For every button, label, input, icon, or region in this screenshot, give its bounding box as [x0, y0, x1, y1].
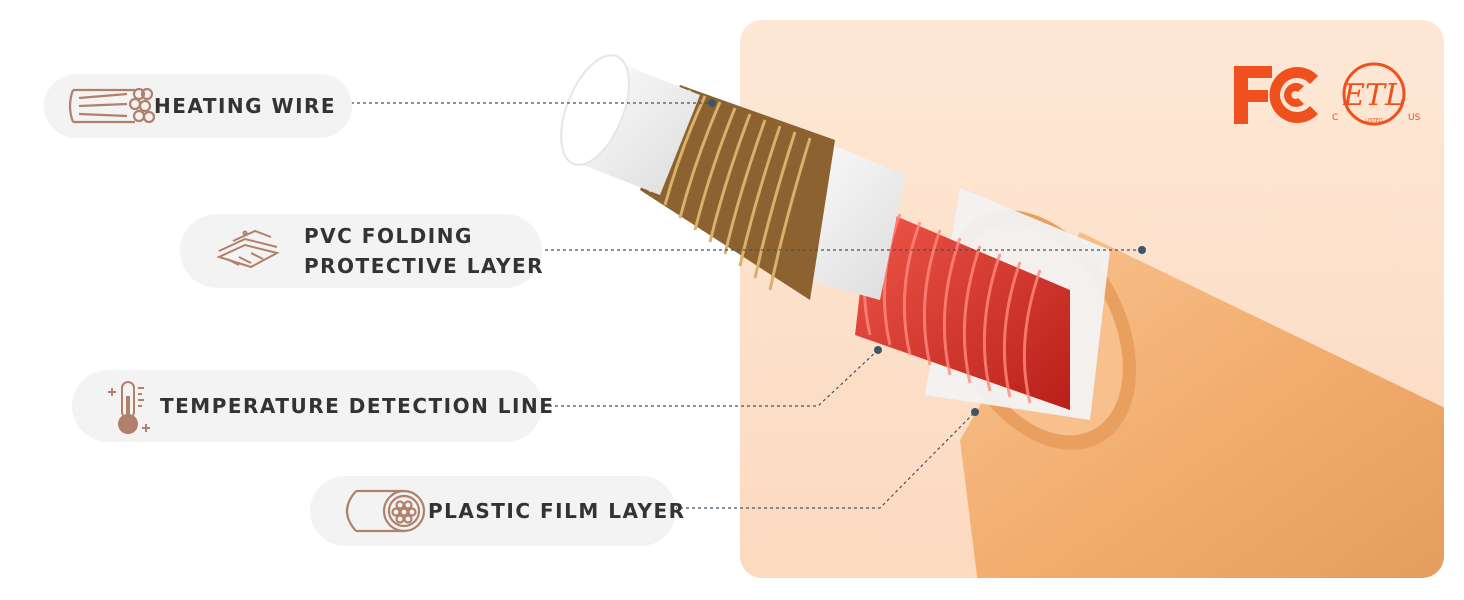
red-coil — [855, 205, 1070, 410]
layer-label-plastic-film: PLASTIC FILM LAYER — [310, 476, 684, 546]
leader-dot — [708, 99, 716, 107]
layer-label-pvc-layer: PVC FOLDING PROTECTIVE LAYER — [180, 214, 544, 288]
leader-dot — [874, 346, 882, 354]
thermometer-icon — [98, 376, 158, 436]
etl-c-text: C — [1332, 113, 1338, 123]
leader-dot — [1138, 246, 1146, 254]
heating-wire-icon — [60, 81, 160, 131]
layer-label-text-block: PVC FOLDING PROTECTIVE LAYER — [304, 221, 544, 281]
layer-label-text: TEMPERATURE DETECTION LINE — [160, 394, 555, 418]
leader-plastic-film — [668, 411, 976, 509]
leader-temperature-line — [537, 349, 879, 407]
layer-label-text: HEATING WIRE — [154, 94, 337, 118]
layer-label-heating-wire: HEATING WIRE — [44, 74, 352, 138]
etl-listed-text: LISTED — [1365, 118, 1383, 124]
plastic-film-icon — [332, 483, 428, 539]
pvc-folding-layer-icon — [208, 221, 288, 281]
etl-us-text: US — [1408, 113, 1421, 123]
layer-label-text: PVC FOLDING — [304, 224, 473, 248]
leader-dot — [971, 408, 979, 416]
white-core — [560, 54, 700, 195]
etl-listed-logo: ETL C US LISTED — [1326, 60, 1422, 132]
layer-label-text: PLASTIC FILM LAYER — [428, 499, 686, 523]
etl-mark-text: ETL — [1342, 78, 1405, 113]
fcc-logo: FC — [1232, 62, 1322, 128]
layer-label-temperature-line: TEMPERATURE DETECTION LINE — [72, 370, 553, 442]
layer-label-text-line2: PROTECTIVE LAYER — [304, 254, 545, 278]
